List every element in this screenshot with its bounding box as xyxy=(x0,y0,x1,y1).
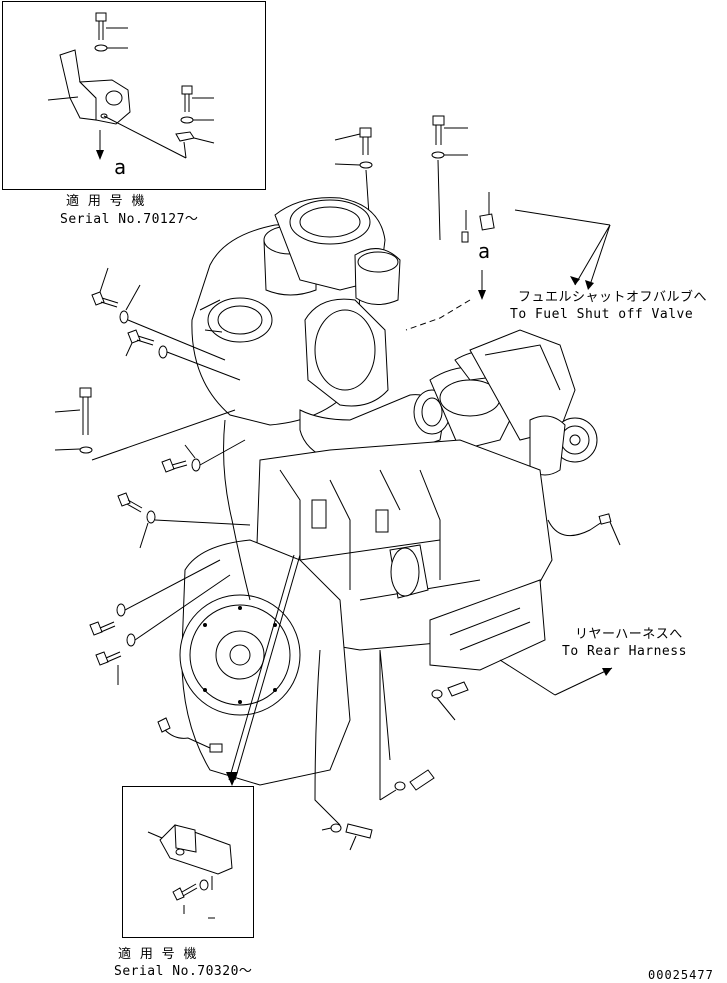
inset-bottom-bolt xyxy=(172,879,215,919)
rear-harness-label-jp: リヤーハーネスへ xyxy=(575,627,683,642)
inset-bottom-serial-label: Serial No.70320～ xyxy=(114,964,253,979)
left-bolt-5 xyxy=(117,492,251,549)
inset-bolt-2 xyxy=(175,85,215,159)
fuel-valve-label-en: To Fuel Shut off Valve xyxy=(510,307,694,322)
main-arrow-letter: a xyxy=(478,239,491,263)
inset-top-frame xyxy=(2,1,266,190)
inset-bracket xyxy=(47,49,187,159)
drawing-number: 00025477 xyxy=(648,968,714,982)
intake-housing xyxy=(274,197,401,305)
left-bolt-4 xyxy=(161,439,246,473)
inset-bottom-applicable-label: 適 用 号 機 xyxy=(118,947,197,962)
main-harness xyxy=(223,419,391,826)
inset-top-arrow-letter: a xyxy=(114,155,127,179)
bottom-bolt-1 xyxy=(431,681,469,721)
left-bolt-6 xyxy=(89,559,221,636)
alternator xyxy=(529,415,598,476)
inset-top-applicable-label: 適 用 号 機 xyxy=(66,194,145,209)
top-connector xyxy=(461,192,495,243)
flywheel-housing xyxy=(179,539,351,786)
callout-leaders xyxy=(499,209,613,696)
turbocharger xyxy=(429,350,521,451)
right-connector xyxy=(547,513,621,546)
top-bolt-right xyxy=(431,115,468,241)
main-arrow xyxy=(405,270,486,331)
sensor-connector xyxy=(157,717,223,753)
bottom-bolt-2 xyxy=(379,650,435,801)
left-bolt-3 xyxy=(54,387,236,461)
left-bolt-2 xyxy=(125,329,241,381)
oil-pan xyxy=(429,579,546,671)
inset-arrow xyxy=(96,130,104,160)
inset-bottom-bracket xyxy=(147,824,233,890)
fuel-valve-label-jp: フュエルシャットオフバルブへ xyxy=(518,290,708,305)
left-bolt-1 xyxy=(91,267,226,361)
inset-washer-1 xyxy=(94,44,128,52)
inset-bolt-1 xyxy=(95,12,128,40)
starter-motor xyxy=(389,544,429,599)
left-bolt-7 xyxy=(95,574,231,685)
rear-harness-label-en: To Rear Harness xyxy=(562,644,687,659)
cooling-fan-housing xyxy=(469,329,576,441)
inset-top-serial-label: Serial No.70127～ xyxy=(60,212,199,227)
bottom-bolt-3 xyxy=(321,823,373,851)
